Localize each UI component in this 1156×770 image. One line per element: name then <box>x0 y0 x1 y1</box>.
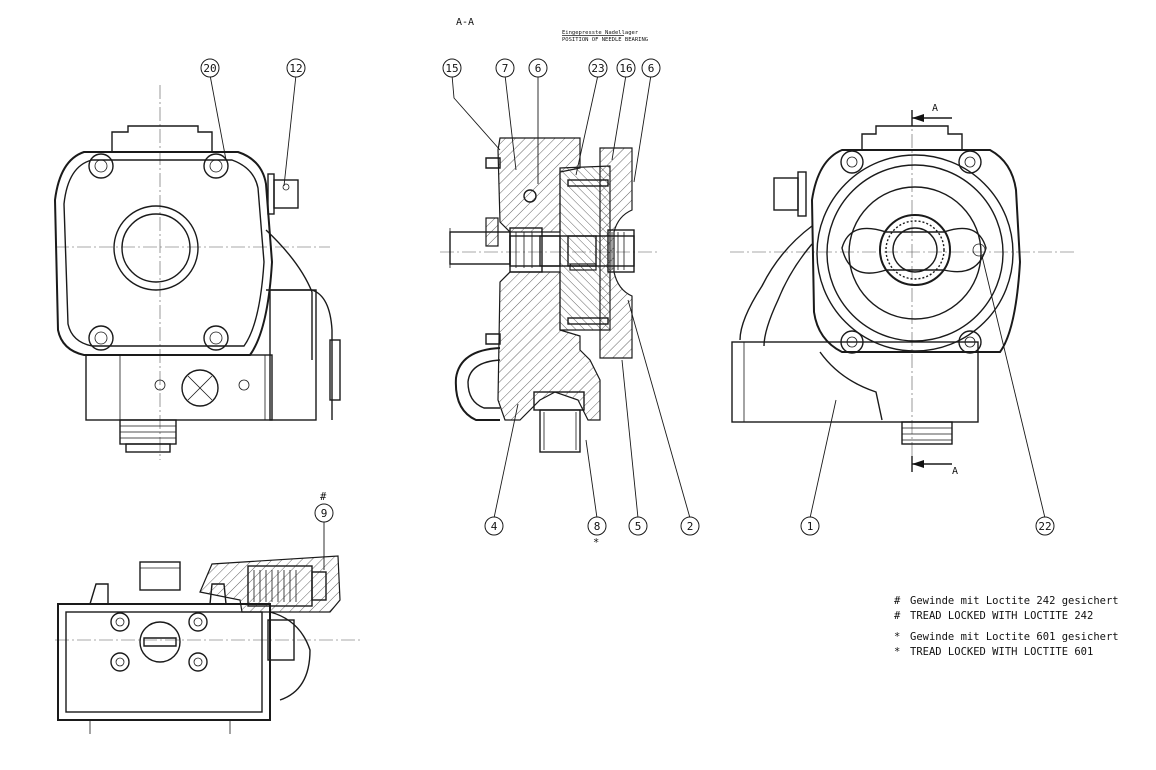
cut-marker-bottom: A <box>952 466 958 477</box>
needle-bearing-heading-en: POSITION OF NEEDLE BEARING <box>562 37 648 43</box>
note-symbol-2: # <box>894 610 901 622</box>
svg-text:12: 12 <box>289 62 302 75</box>
svg-text:20: 20 <box>203 62 216 75</box>
cut-marker-top: A <box>932 103 938 114</box>
note-symbol-4: * <box>894 646 900 658</box>
rear-view: A A <box>730 103 1075 477</box>
front-view <box>53 85 341 460</box>
balloon-16: 16 <box>616 58 636 78</box>
balloon-8: 8 <box>587 516 607 536</box>
svg-text:4: 4 <box>491 520 498 533</box>
svg-text:22: 22 <box>1038 520 1051 533</box>
balloon-20: 20 <box>200 58 220 78</box>
svg-text:6: 6 <box>535 62 542 75</box>
section-view <box>440 137 660 453</box>
balloon-8-star-mark: * <box>593 537 599 549</box>
balloon-15: 15 <box>442 58 462 78</box>
bottom-view <box>55 555 360 734</box>
svg-text:5: 5 <box>635 520 642 533</box>
note-text-3: Gewinde mit Loctite 601 gesichert <box>910 631 1119 643</box>
balloon-6-left: 6 <box>528 58 548 78</box>
loctite-notes: # Gewinde mit Loctite 242 gesichert # TR… <box>894 595 1119 658</box>
svg-text:6: 6 <box>648 62 655 75</box>
balloon-12: 12 <box>286 58 306 78</box>
balloon-1: 1 <box>800 516 820 536</box>
balloon-23: 23 <box>588 58 608 78</box>
balloon-4: 4 <box>484 516 504 536</box>
svg-text:2: 2 <box>687 520 694 533</box>
note-text-1: Gewinde mit Loctite 242 gesichert <box>910 595 1119 607</box>
svg-text:1: 1 <box>807 520 814 533</box>
balloon-5: 5 <box>628 516 648 536</box>
note-text-2: TREAD LOCKED WITH LOCTITE 242 <box>910 610 1093 622</box>
balloon-9-hash-mark: # <box>320 491 327 503</box>
note-symbol-3: * <box>894 631 900 643</box>
svg-text:8: 8 <box>594 520 601 533</box>
svg-text:9: 9 <box>321 507 328 520</box>
section-label: A-A <box>456 17 474 28</box>
balloon-2: 2 <box>680 516 700 536</box>
balloon-9: 9 <box>314 503 334 523</box>
balloon-7: 7 <box>495 58 515 78</box>
svg-text:15: 15 <box>445 62 458 75</box>
svg-text:7: 7 <box>502 62 509 75</box>
note-text-4: TREAD LOCKED WITH LOCTITE 601 <box>910 646 1093 658</box>
needle-bearing-heading-de: Eingepresste Nadellager <box>562 30 639 36</box>
svg-text:23: 23 <box>591 62 604 75</box>
balloon-22: 22 <box>1035 516 1055 536</box>
balloon-6-right: 6 <box>641 58 661 78</box>
note-symbol-1: # <box>894 595 901 607</box>
svg-text:16: 16 <box>619 62 632 75</box>
